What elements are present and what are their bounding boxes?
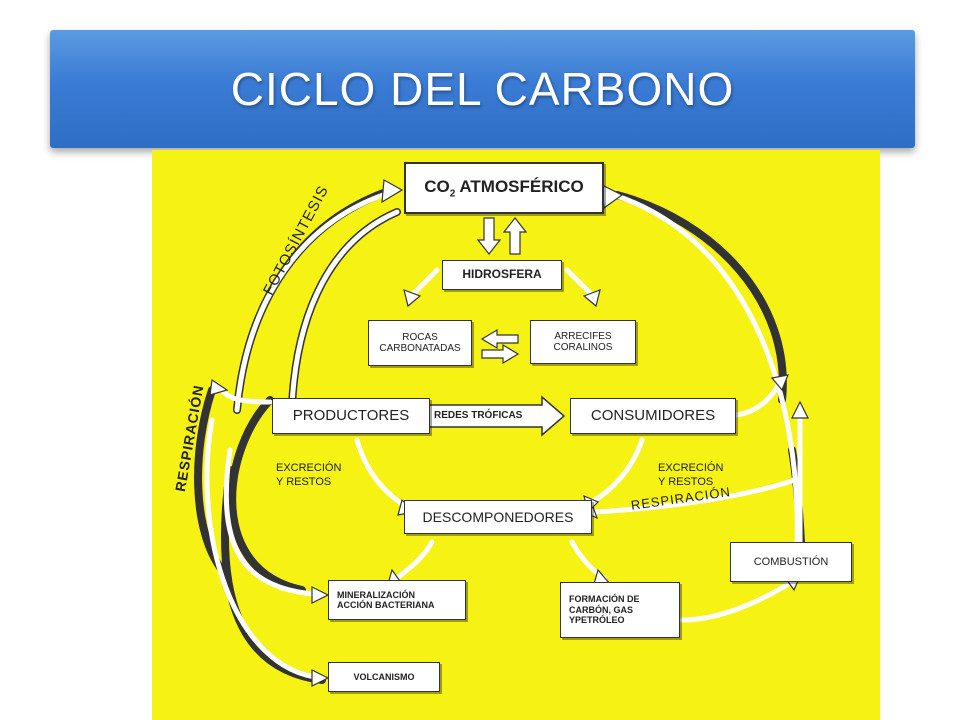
- respiration-left-arrow: [234, 189, 395, 413]
- node-descomponedores: DESCOMPONEDORES: [404, 500, 592, 534]
- arrowhead: [601, 183, 624, 210]
- slide-title: CICLO DEL CARBONO: [230, 63, 735, 115]
- carbon-cycle-diagram: CO2 ATMOSFÉRICO HIDROSFERA ROCAS CARBONA…: [152, 150, 880, 720]
- node-hidrosfera: HIDROSFERA: [442, 260, 562, 290]
- photosynthesis-arrow: [289, 209, 400, 408]
- respiration-right-arrow: [611, 192, 800, 553]
- label-redes-troficas: REDES TRÓFICAS: [434, 410, 523, 421]
- node-volcanismo: VOLCANISMO: [328, 662, 440, 692]
- node-arrecifes-coralinos: ARRECIFES CORALINOS: [530, 320, 636, 364]
- label-excrecion-left: EXCRECIÓN Y RESTOS: [276, 461, 342, 488]
- arrowhead: [209, 378, 229, 396]
- arrowhead: [311, 669, 330, 687]
- node-co2-atmosferico: CO2 ATMOSFÉRICO: [404, 162, 604, 214]
- arrowhead: [381, 179, 404, 204]
- arrowhead: [582, 289, 601, 308]
- label-excrecion-right: EXCRECIÓN Y RESTOS: [658, 461, 724, 488]
- node-combustion: COMBUSTIÓN: [730, 542, 852, 582]
- node-rocas-carbonatadas: ROCAS CARBONATADAS: [368, 320, 472, 366]
- node-formacion-carbon: FORMACIÓN DE CARBÓN, GAS YPETRÓLEO: [560, 582, 680, 638]
- node-consumidores: CONSUMIDORES: [570, 398, 736, 434]
- arrowhead: [791, 400, 809, 419]
- node-mineralizacion: MINERALIZACIÓN ACCIÓN BACTERIANA: [328, 580, 466, 620]
- arrowhead: [770, 374, 789, 392]
- arrowhead: [311, 586, 330, 604]
- arrows-layer: [194, 179, 809, 687]
- arrowhead: [403, 289, 422, 308]
- title-banner: CICLO DEL CARBONO: [50, 30, 915, 148]
- node-productores: PRODUCTORES: [272, 398, 430, 434]
